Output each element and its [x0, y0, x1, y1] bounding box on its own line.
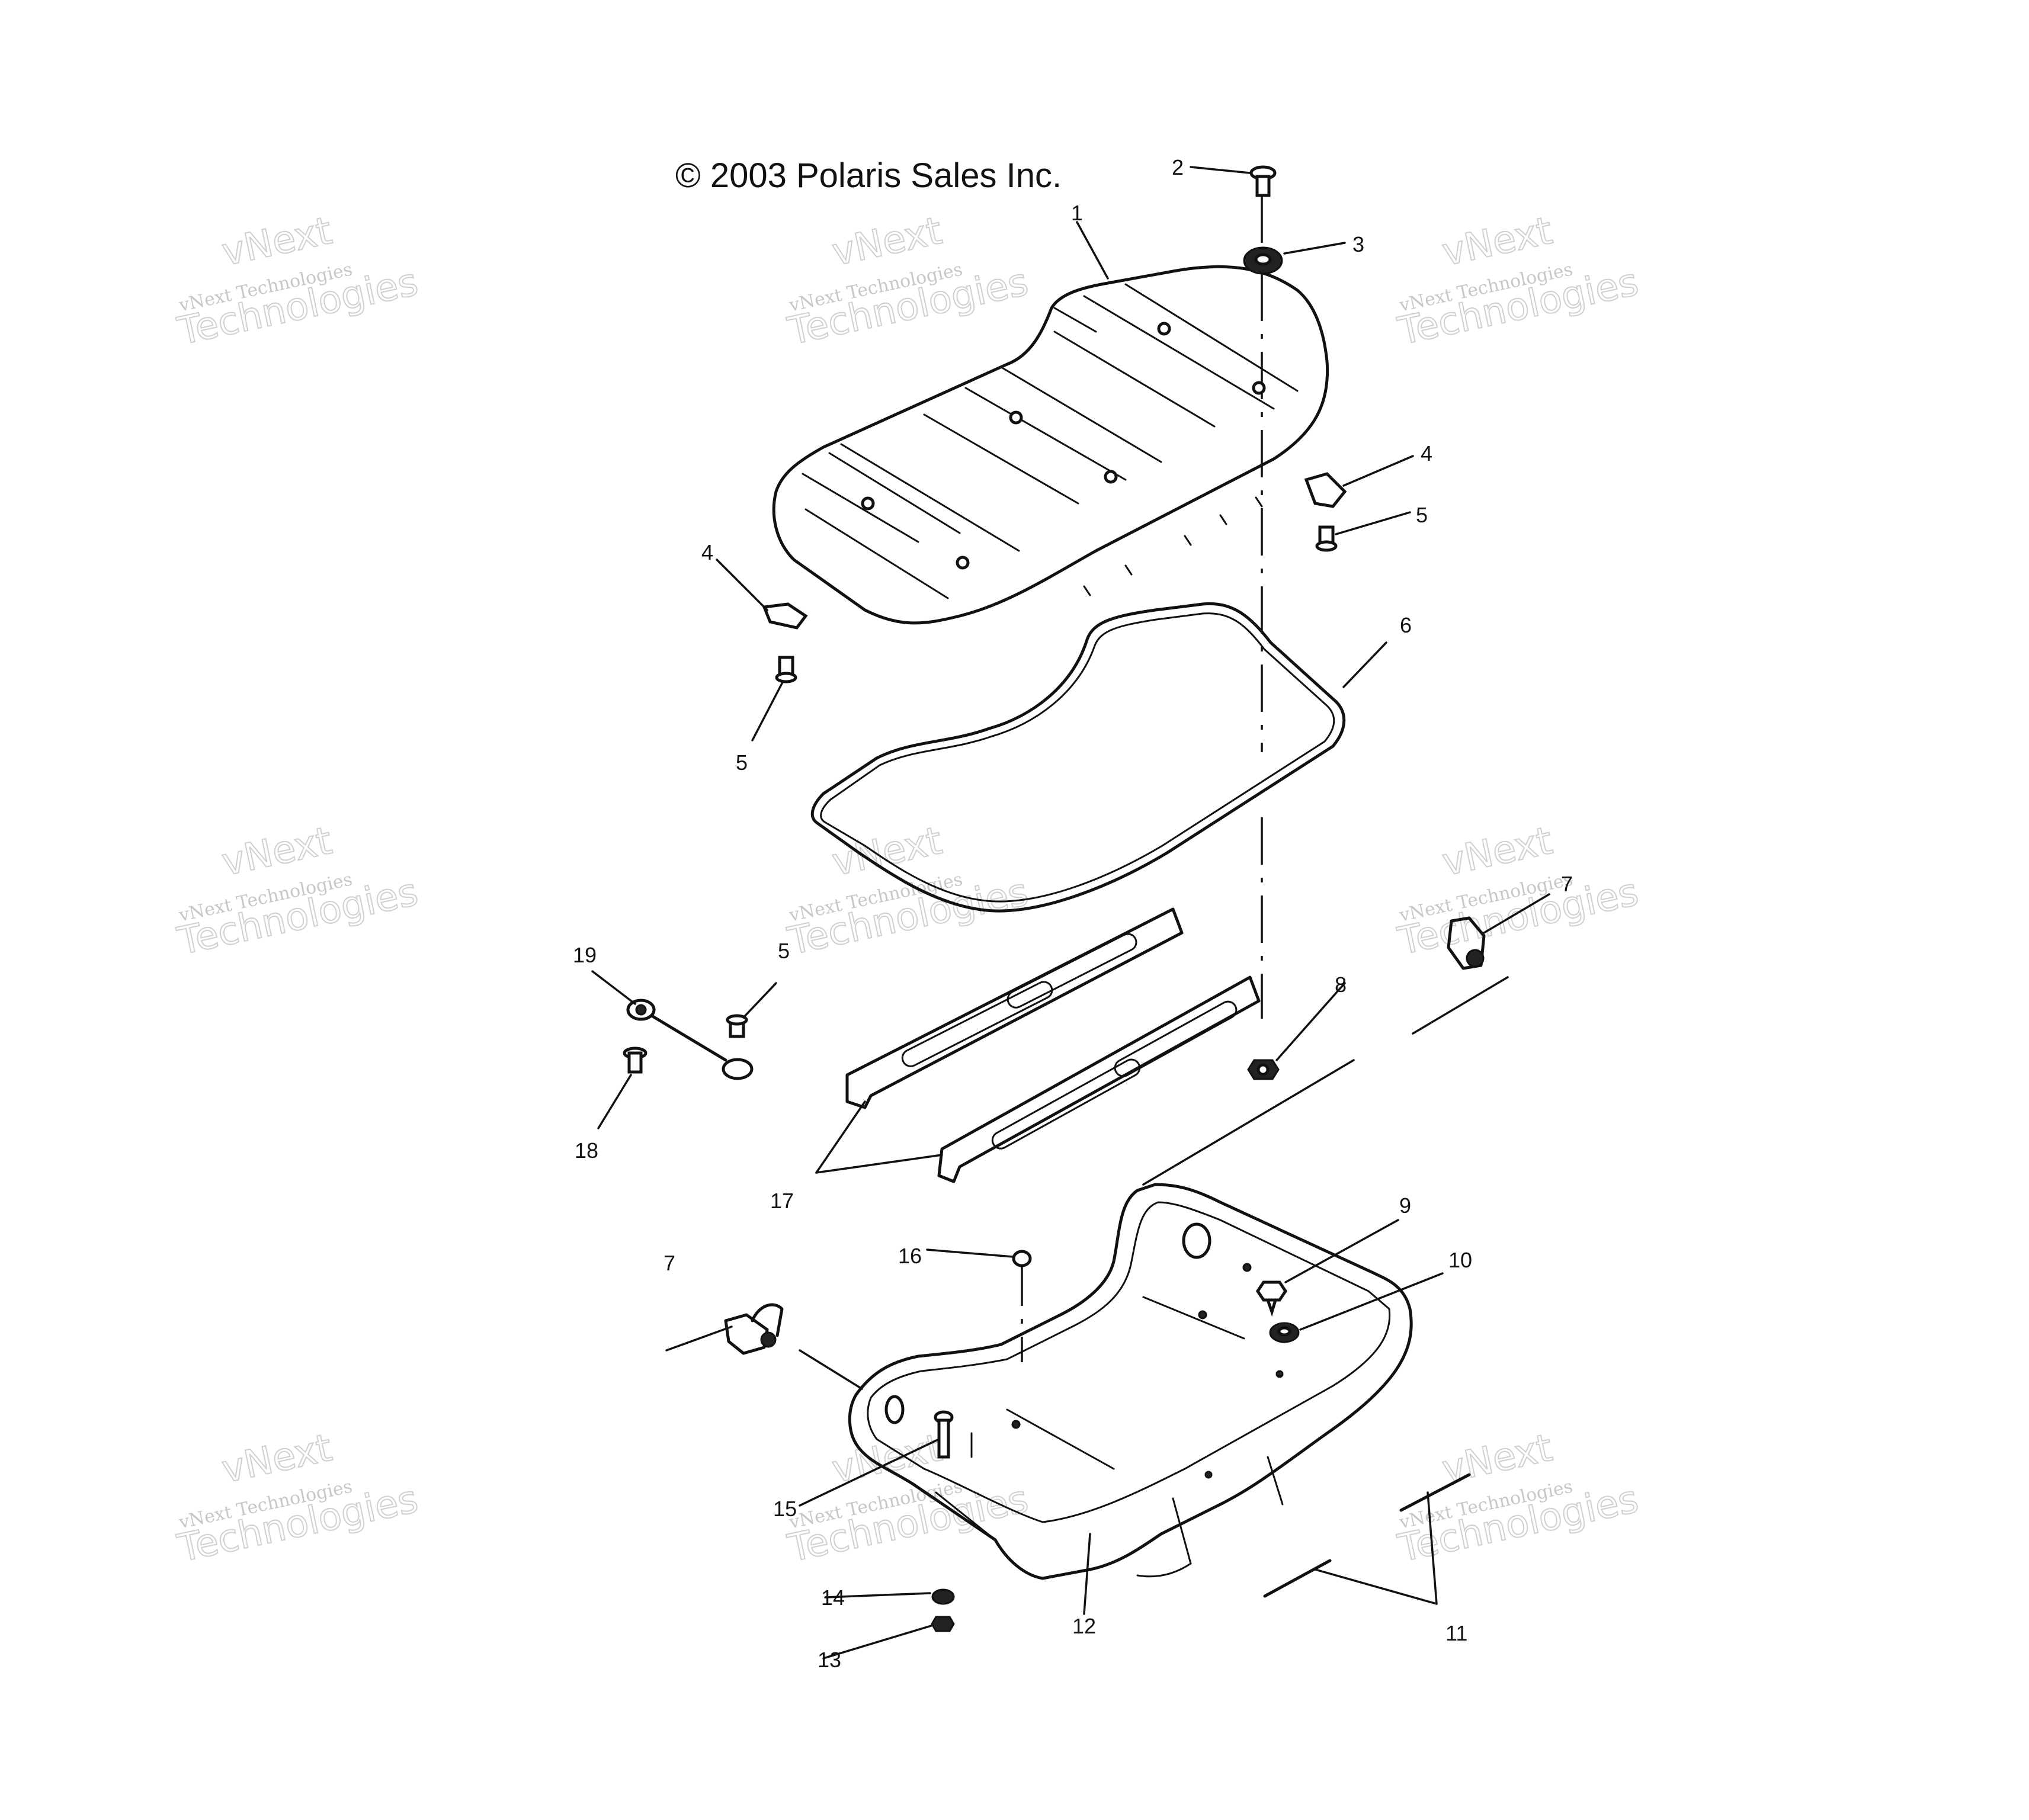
part-15-bolt	[934, 1410, 954, 1459]
watermark-6: vNext vNext Technologies Technologies	[1393, 818, 1643, 965]
callout-12: 12	[1072, 1614, 1096, 1638]
part-5-screw-center	[726, 1014, 748, 1038]
part-2-screw	[1249, 165, 1277, 197]
part-4-bracket-right	[1304, 472, 1347, 508]
callout-1: 1	[1071, 201, 1083, 225]
watermark-1: vNext vNext Technologies Technologies	[173, 208, 422, 355]
watermark-5: vNext vNext Technologies Technologies	[783, 818, 1033, 965]
part-4-bracket-left	[762, 602, 808, 630]
callout-18: 18	[575, 1138, 598, 1163]
part-5-screw-right	[1315, 525, 1338, 552]
part-5-screw-left	[775, 656, 797, 683]
callout-9: 9	[1399, 1193, 1411, 1218]
callout-14: 14	[821, 1585, 845, 1610]
callout-4-right: 4	[1421, 441, 1432, 466]
watermark-9: vNext vNext Technologies Technologies	[1393, 1426, 1643, 1572]
callout-5-right: 5	[1416, 503, 1428, 527]
callout-5-center: 5	[778, 939, 790, 963]
watermark-brand-top: vNext	[218, 209, 335, 275]
part-7-latch-left	[724, 1303, 863, 1390]
part-1-seat-cover	[772, 265, 1329, 625]
watermark-3: vNext vNext Technologies Technologies	[1393, 208, 1643, 355]
part-7-latch-right	[1412, 916, 1509, 1035]
watermark-brand-top: vNext	[218, 1426, 335, 1492]
part-13-nut	[931, 1616, 955, 1632]
callout-19: 19	[573, 943, 597, 967]
watermark-brand-top: vNext	[828, 1426, 945, 1492]
callout-8: 8	[1335, 972, 1347, 997]
watermark-brand-top: vNext	[828, 209, 945, 275]
callout-11: 11	[1445, 1621, 1467, 1645]
part-12-seat-base	[848, 1183, 1413, 1580]
watermark-8: vNext vNext Technologies Technologies	[783, 1426, 1033, 1572]
part-9-bolt	[1255, 1280, 1288, 1317]
callout-7-left: 7	[663, 1251, 675, 1275]
part-17-rails	[845, 907, 1261, 1183]
part-6-seal	[810, 602, 1346, 913]
leader-lines	[591, 166, 1550, 1659]
callout-15: 15	[773, 1497, 797, 1521]
part-8-nut	[1247, 1059, 1280, 1080]
part-19-strap	[626, 999, 754, 1080]
watermark-brand-top: vNext	[1438, 819, 1556, 885]
callout-16: 16	[898, 1244, 922, 1268]
callout-4-left: 4	[701, 540, 713, 564]
watermark-brand-top: vNext	[828, 819, 945, 885]
callout-3: 3	[1352, 232, 1364, 256]
part-18-screw	[623, 1047, 648, 1074]
part-11-strips	[1263, 1473, 1471, 1598]
callout-10: 10	[1448, 1248, 1472, 1272]
watermark-brand-top: vNext	[1438, 209, 1556, 275]
watermark-7: vNext vNext Technologies Technologies	[173, 1426, 422, 1572]
part-10-washer	[1269, 1322, 1300, 1343]
callout-2: 2	[1172, 155, 1184, 179]
part-3-grommet	[1243, 246, 1283, 275]
watermarks: vNext vNext Technologies Technologies vN…	[173, 208, 1643, 1572]
watermark-4: vNext vNext Technologies Technologies	[173, 818, 422, 965]
callout-7-right: 7	[1561, 872, 1573, 896]
callout-17: 17	[770, 1189, 794, 1213]
copyright-text: © 2003 Polaris Sales Inc.	[675, 156, 1062, 195]
watermark-brand-top: vNext	[218, 819, 335, 885]
callout-5-left: 5	[736, 750, 748, 775]
callout-6: 6	[1400, 613, 1412, 637]
callouts: 1 2 3 4 4 5 5 5 6 7 7 8 9 10 11 12 13 14…	[573, 155, 1573, 1672]
part-16-plug	[1012, 1250, 1032, 1267]
part-14-washer	[931, 1588, 955, 1605]
callout-13: 13	[818, 1648, 841, 1672]
watermark-2: vNext vNext Technologies Technologies	[783, 208, 1033, 355]
